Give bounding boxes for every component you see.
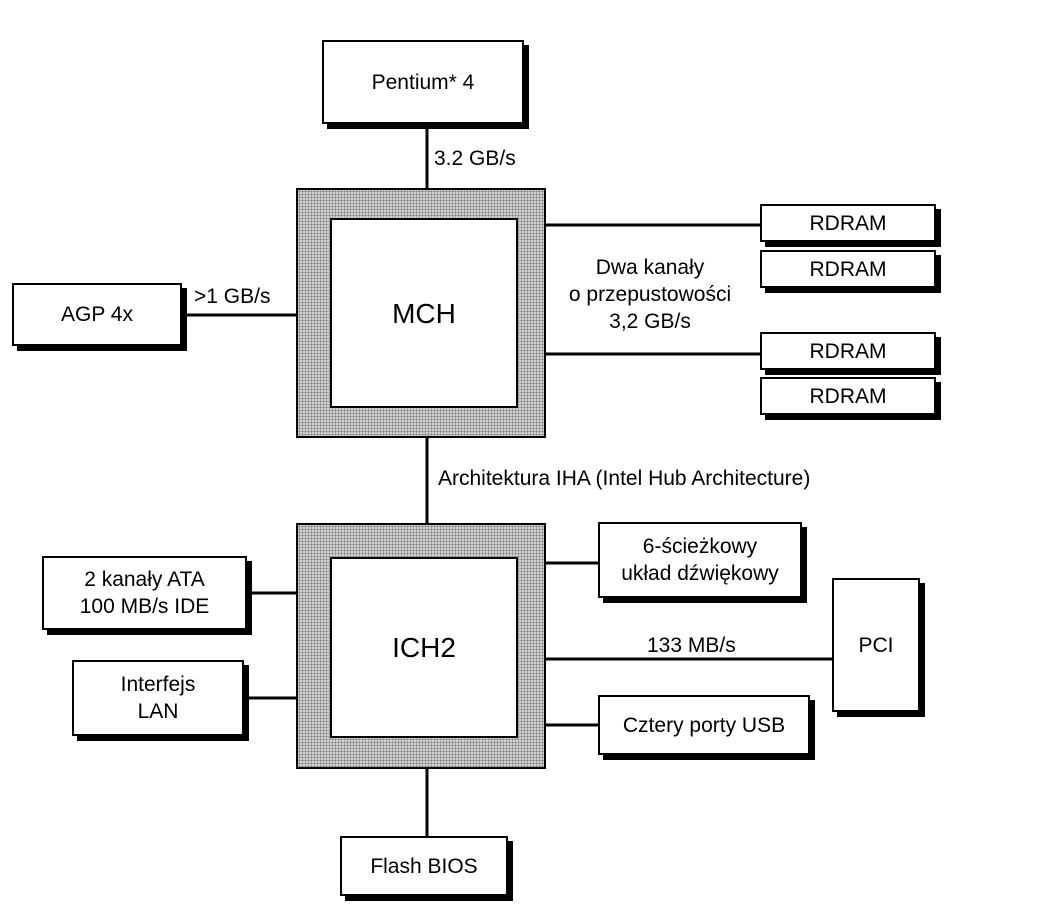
audio-box: 6-ścieżkowy układ dźwiękowy bbox=[598, 522, 802, 598]
ata-box: 2 kanały ATA 100 MB/s IDE bbox=[42, 556, 247, 630]
memory-channels-label: Dwa kanały o przepustowości 3,2 GB/s bbox=[568, 256, 732, 333]
agp-label: AGP 4x bbox=[61, 303, 133, 326]
ich2-label: ICH2 bbox=[392, 632, 456, 663]
agp-box: AGP 4x bbox=[12, 283, 182, 346]
rdram-label-3: RDRAM bbox=[809, 339, 887, 363]
rdram-label-1: RDRAM bbox=[809, 211, 887, 235]
pci-box: PCI bbox=[832, 578, 920, 712]
rdram-box-3: RDRAM bbox=[760, 332, 936, 370]
lan-box: Interfejs LAN bbox=[72, 660, 244, 736]
pentium4-box: Pentium* 4 bbox=[322, 40, 524, 124]
agp-bus-label: >1 GB/s bbox=[194, 285, 271, 308]
flash-bios-label: Flash BIOS bbox=[370, 854, 478, 878]
rdram-label-2: RDRAM bbox=[809, 257, 887, 281]
rdram-box-4: RDRAM bbox=[760, 377, 936, 415]
flash-bios-box: Flash BIOS bbox=[340, 836, 508, 896]
pentium4-label: Pentium* 4 bbox=[371, 70, 475, 94]
pci-bus-label: 133 MB/s bbox=[647, 634, 736, 657]
ata-label: 2 kanały ATA 100 MB/s IDE bbox=[79, 568, 210, 618]
usb-box: Cztery porty USB bbox=[598, 695, 810, 755]
rdram-label-4: RDRAM bbox=[809, 384, 887, 408]
mch-box: MCH bbox=[330, 218, 518, 408]
hub-architecture-label: Architektura IHA (Intel Hub Architecture… bbox=[438, 467, 811, 490]
ich2-box: ICH2 bbox=[330, 557, 518, 738]
rdram-box-1: RDRAM bbox=[760, 204, 936, 242]
mch-label: MCH bbox=[392, 297, 456, 329]
rdram-box-2: RDRAM bbox=[760, 250, 936, 288]
cpu-bus-label: 3.2 GB/s bbox=[434, 147, 516, 170]
lan-label: Interfejs LAN bbox=[120, 673, 196, 723]
pci-label: PCI bbox=[858, 633, 894, 657]
audio-label: 6-ścieżkowy układ dźwiękowy bbox=[621, 535, 779, 585]
usb-label: Cztery porty USB bbox=[622, 713, 786, 737]
